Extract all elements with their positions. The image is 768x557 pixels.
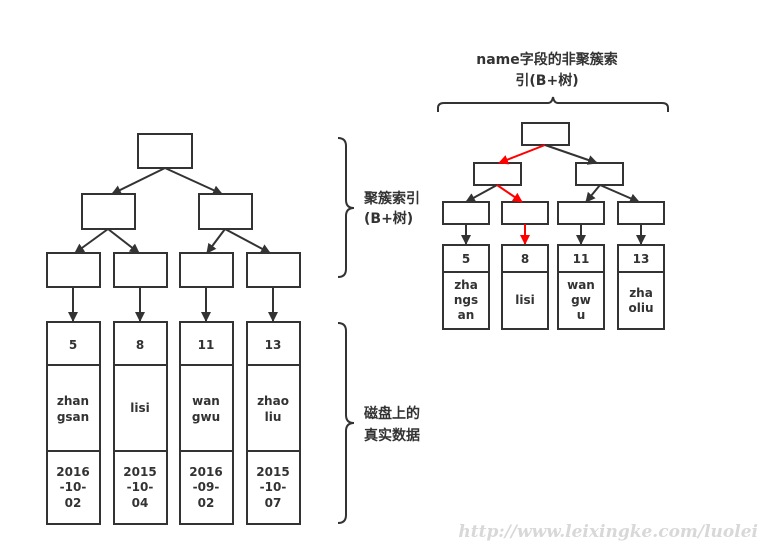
arrow (206, 228, 226, 254)
arrow (164, 167, 223, 195)
record-date: 2016 (56, 465, 89, 479)
arrow (224, 228, 271, 254)
arrow (585, 184, 601, 203)
record-name: u (577, 308, 586, 322)
record-date: -09- (193, 480, 220, 494)
arrow (465, 184, 498, 203)
record-id: 11 (198, 338, 215, 352)
record-name: zhao (257, 394, 289, 408)
record-date: 04 (132, 496, 149, 510)
index-record: 13 zha oliu (617, 244, 665, 330)
leaf-node (179, 252, 234, 288)
record-name: lisi (130, 401, 149, 415)
record-name: gsan (57, 410, 89, 424)
clustered-index-label: 聚簇索引 (363, 190, 420, 207)
index-record: 8 lisi (501, 244, 549, 330)
internal-node (575, 162, 624, 186)
root-node (521, 122, 570, 146)
record-name: oliu (628, 301, 653, 315)
arrow (107, 228, 140, 254)
internal-node (81, 193, 136, 230)
clustered-index-tree: 5 zhan gsan 2016 -10- 02 8 lisi 2015 -10… (46, 133, 420, 525)
nonclustered-index-tree: name字段的非聚簇索 引(B+树) 5 zha ngs an (437, 51, 669, 330)
record-date: 2015 (123, 465, 156, 479)
record-id: 13 (265, 338, 282, 352)
record-date: -10- (127, 480, 154, 494)
data-record: 8 lisi 2015 -10- 04 (113, 321, 168, 525)
leaf-node (113, 252, 168, 288)
brace-icon (337, 137, 355, 278)
record-id: 8 (521, 252, 529, 266)
record-name: liu (265, 410, 282, 424)
leaf-node (557, 201, 605, 225)
leaf-node (442, 201, 490, 225)
record-id: 5 (69, 338, 77, 352)
disk-data-label: 磁盘上的 (364, 405, 420, 422)
record-name: wan (567, 278, 595, 292)
arrow (111, 167, 166, 195)
brace-icon (437, 96, 669, 112)
leaf-node (501, 201, 549, 225)
clustered-index-label: (B+树) (364, 210, 413, 227)
arrow (544, 144, 598, 165)
record-date: 07 (265, 496, 282, 510)
arrow (599, 184, 640, 203)
disk-data-label: 真实数据 (364, 427, 420, 444)
record-date: 2016 (189, 465, 222, 479)
brace-icon (337, 322, 355, 524)
record-name: an (458, 308, 475, 322)
nonclustered-title: 引(B+树) (515, 72, 578, 89)
record-id: 5 (462, 252, 470, 266)
record-date: 02 (65, 496, 82, 510)
index-record: 11 wan gw u (557, 244, 605, 330)
internal-node (473, 162, 522, 186)
record-date: 2015 (256, 465, 289, 479)
data-record: 11 wan gwu 2016 -09- 02 (179, 321, 234, 525)
nonclustered-title: name字段的非聚簇索 (476, 51, 618, 68)
data-record: 5 zhan gsan 2016 -10- 02 (46, 321, 101, 525)
record-name: lisi (515, 293, 534, 307)
record-date: 02 (198, 496, 215, 510)
root-node (137, 133, 193, 169)
internal-node (198, 193, 253, 230)
record-id: 13 (633, 252, 650, 266)
watermark: http://www.leixingke.com/luolei (458, 522, 758, 542)
record-name: zhan (57, 394, 89, 408)
data-record: 13 zhao liu 2015 -10- 07 (246, 321, 301, 525)
record-name: gw (571, 293, 591, 307)
highlighted-arrow (498, 144, 546, 165)
record-id: 8 (136, 338, 144, 352)
leaf-node (617, 201, 665, 225)
arrow (74, 228, 109, 254)
record-name: zha (454, 278, 478, 292)
record-date: -10- (260, 480, 287, 494)
record-name: gwu (192, 410, 220, 424)
record-id: 11 (573, 252, 590, 266)
record-name: ngs (454, 293, 478, 307)
record-name: wan (192, 394, 220, 408)
leaf-node (46, 252, 101, 288)
highlighted-arrow (496, 184, 523, 203)
record-date: -10- (60, 480, 87, 494)
leaf-node (246, 252, 301, 288)
index-record: 5 zha ngs an (442, 244, 490, 330)
record-name: zha (629, 286, 653, 300)
